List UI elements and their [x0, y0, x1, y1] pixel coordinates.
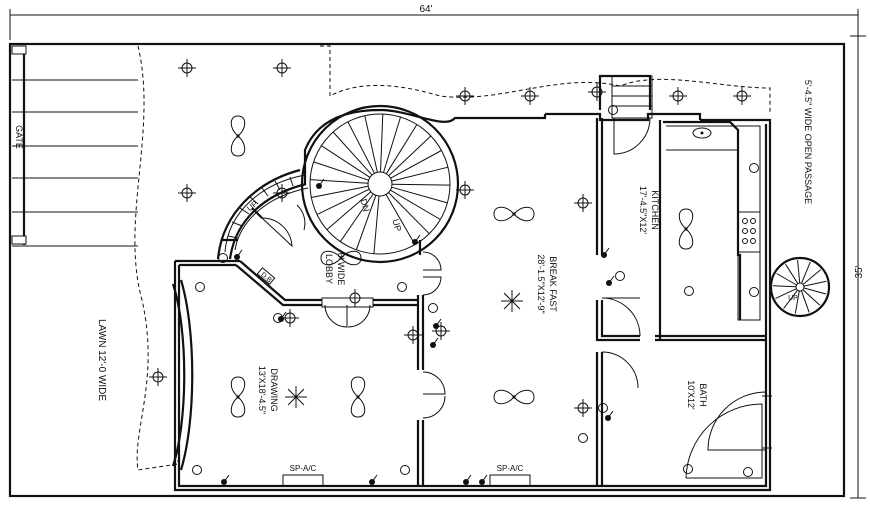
stair-tread	[391, 186, 448, 204]
stair-dn-label: DN	[358, 198, 371, 213]
lobby-size: 6' WIDE	[336, 253, 346, 286]
stair-tread	[797, 260, 801, 284]
windows	[256, 267, 772, 487]
stair-tread	[310, 179, 369, 184]
stair-tread	[803, 287, 827, 295]
stair-tread	[326, 191, 372, 230]
stair-tread	[339, 193, 374, 242]
stair-tread	[390, 150, 442, 179]
stair-tread	[776, 273, 797, 286]
stair-tread	[313, 161, 369, 181]
spiral-stair: DN UP	[300, 104, 460, 264]
passage-outline	[320, 45, 771, 112]
stair-tread	[385, 194, 416, 245]
stair-up-label: UP	[390, 218, 403, 233]
stair-tread	[383, 116, 401, 173]
stair-tread	[802, 289, 821, 306]
stair-tread	[373, 195, 380, 254]
stair-tread	[391, 183, 451, 186]
stair-tread	[785, 263, 799, 284]
spiral-up-label: UP	[788, 295, 798, 302]
kitchen-counter	[666, 125, 761, 321]
drawing-size: 13'X18'-4.5"	[257, 366, 267, 414]
stair-tread	[801, 261, 811, 284]
stair-tread	[347, 121, 375, 174]
stair-tread	[388, 135, 432, 177]
stair-tread	[794, 290, 800, 314]
dimension-height: 35'	[850, 35, 866, 499]
doors	[261, 117, 767, 479]
bath-label: BATH	[698, 383, 708, 406]
kitchen-label: KITCHEN	[650, 190, 660, 230]
house-walls	[171, 74, 772, 492]
stair-tread	[775, 288, 797, 299]
lobby-label: LOBBY	[324, 254, 334, 284]
stair-tread	[355, 195, 377, 251]
stair-tread	[772, 285, 797, 288]
room-labels: LOBBY 6' WIDE DRAWING 13'X18'-4.5" BREAK…	[257, 186, 708, 473]
passage-label: 5'-4.5" WIDE OPEN PASSAGE	[803, 80, 813, 204]
stair-tread	[380, 114, 384, 173]
stair-tread	[385, 124, 418, 175]
stair-tread	[390, 189, 441, 220]
small-spiral-stair: UP	[769, 256, 831, 318]
gate-label: GATE	[14, 125, 24, 149]
stair-tread	[332, 131, 373, 176]
stair-tread	[802, 269, 822, 285]
stair-tread	[321, 145, 371, 178]
kitchen-steps	[611, 75, 653, 119]
ac-breakfast-label: SP-A/C	[497, 464, 524, 473]
lawn-outline	[134, 45, 179, 471]
stair-tread	[783, 289, 798, 309]
drawing-label: DRAWING	[269, 368, 279, 411]
ac-drawing-label: SP-A/C	[290, 464, 317, 473]
stair-tread	[316, 188, 370, 216]
dimension-width: 64'	[9, 4, 859, 40]
bath-size: 10'X12'	[686, 380, 696, 410]
stair-tread	[364, 115, 378, 173]
stair-tread	[391, 166, 449, 182]
width-label: 64'	[419, 4, 432, 15]
stair-tread	[311, 185, 369, 198]
sink-icon	[692, 127, 712, 139]
stair-tread	[388, 192, 430, 235]
kitchen-size: 17'-4.5"X12'	[638, 186, 648, 234]
stair-tread	[803, 280, 827, 287]
height-label: 35'	[854, 265, 865, 278]
lawn-label: LAWN 12'-0 WIDE	[96, 319, 107, 401]
breakfast-size: 28'-1.5"X12'-9"	[536, 254, 546, 313]
plot-boundary	[8, 42, 846, 498]
gate: GATE	[11, 45, 138, 247]
breakfast-label: BREAK FAST	[548, 256, 558, 312]
stair-tread	[800, 290, 810, 313]
